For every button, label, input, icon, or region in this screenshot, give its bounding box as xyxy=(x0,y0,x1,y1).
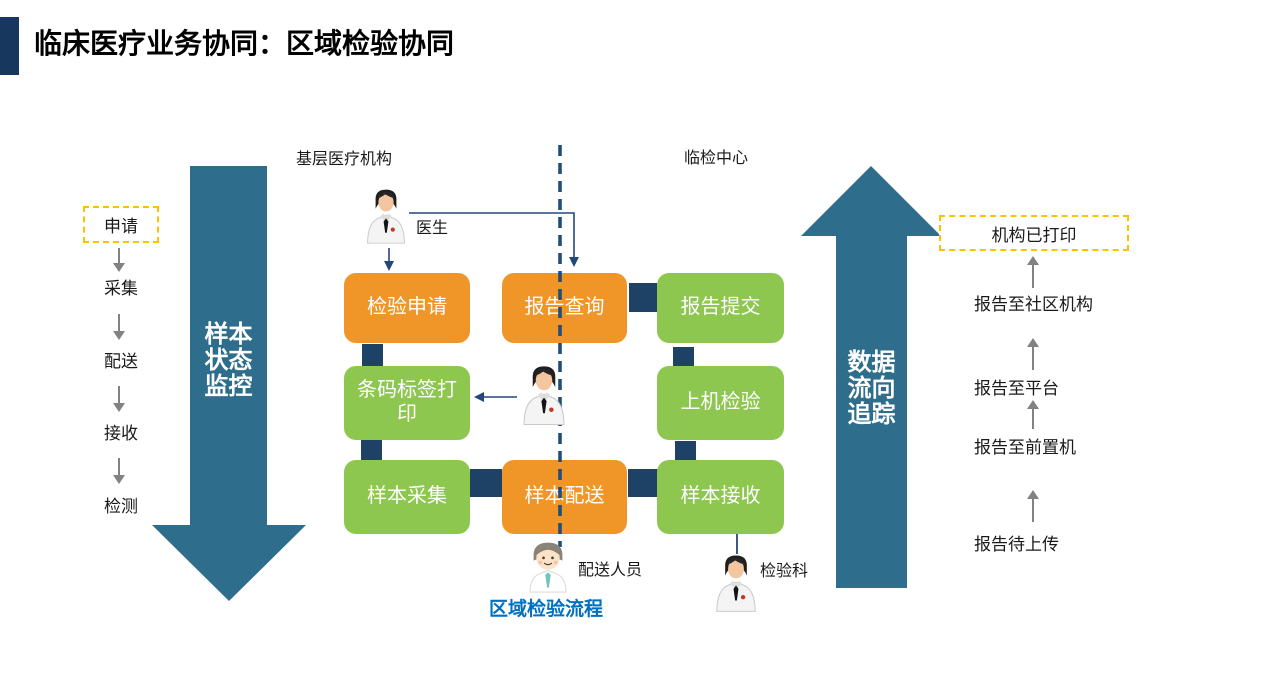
label-line: 状态 xyxy=(204,347,253,374)
label-line: 数据 xyxy=(847,349,896,376)
label-line: 样本 xyxy=(204,321,253,348)
connector xyxy=(362,344,383,367)
box-sample-deliver: 样本配送 xyxy=(502,460,627,534)
label-line: 流向 xyxy=(847,375,896,402)
left-status-item: 配送 xyxy=(104,352,138,371)
courier-icon xyxy=(521,537,575,595)
left-status-highlight: 申请 xyxy=(83,206,159,243)
label-line: 监控 xyxy=(204,373,253,400)
connector xyxy=(673,347,694,367)
box-sample-collect: 样本采集 xyxy=(344,460,470,534)
title-accent-block xyxy=(0,17,19,75)
right-status-item: 报告至前置机 xyxy=(974,438,1076,457)
connector xyxy=(361,440,382,461)
arrowhead-icon xyxy=(384,261,394,271)
doctor-icon xyxy=(362,184,410,248)
connector xyxy=(675,441,696,461)
left-status-item: 接收 xyxy=(104,424,138,443)
right-status-item: 报告待上传 xyxy=(974,535,1059,554)
down-arrow-icon xyxy=(112,248,126,272)
box-test-request: 检验申请 xyxy=(344,273,470,343)
down-arrow-icon xyxy=(112,458,126,484)
data-flow-arrow-head xyxy=(801,166,941,236)
left-status-item: 检测 xyxy=(104,497,138,516)
left-column-header: 基层医疗机构 xyxy=(296,151,393,168)
connector xyxy=(470,469,502,497)
box-report-query: 报告查询 xyxy=(502,273,627,343)
up-arrow-icon xyxy=(1026,400,1040,429)
lab-dept-label: 检验科 xyxy=(760,563,809,580)
up-arrow-icon xyxy=(1026,490,1040,522)
up-arrow-icon xyxy=(1026,338,1040,370)
box-sample-receive: 样本接收 xyxy=(657,460,784,534)
right-status-item: 报告至社区机构 xyxy=(974,295,1093,314)
down-arrow-icon xyxy=(112,314,126,340)
doctor-label: 医生 xyxy=(416,220,449,237)
flow-caption: 区域检验流程 xyxy=(489,599,604,620)
up-arrow-icon xyxy=(1026,256,1040,288)
box-barcode-print: 条码标签打印 xyxy=(344,366,470,440)
courier-label: 配送人员 xyxy=(578,562,643,579)
left-status-item: 采集 xyxy=(104,279,138,298)
page-title: 临床医疗业务协同：区域检验协同 xyxy=(34,28,455,59)
arrowhead-icon xyxy=(569,257,579,267)
sample-status-arrow-label: 样本 状态 监控 xyxy=(190,322,267,400)
down-arrow-icon xyxy=(112,386,126,412)
right-column-header: 临检中心 xyxy=(684,150,749,167)
data-flow-arrow-body xyxy=(836,236,907,588)
lab-staff-icon xyxy=(711,551,761,615)
box-report-submit: 报告提交 xyxy=(657,273,784,343)
box-machine-test: 上机检验 xyxy=(657,366,784,440)
connector xyxy=(628,469,658,497)
sample-status-arrow-body xyxy=(190,166,267,525)
label-line: 追踪 xyxy=(847,401,896,428)
doctor-icon xyxy=(518,362,570,428)
connector xyxy=(629,283,657,312)
sample-status-arrow-head xyxy=(152,525,306,601)
right-status-highlight: 机构已打印 xyxy=(939,215,1129,251)
right-status-item: 报告至平台 xyxy=(974,379,1059,398)
arrowhead-icon xyxy=(474,392,484,402)
data-flow-arrow-label: 数据 流向 追踪 xyxy=(836,350,907,428)
